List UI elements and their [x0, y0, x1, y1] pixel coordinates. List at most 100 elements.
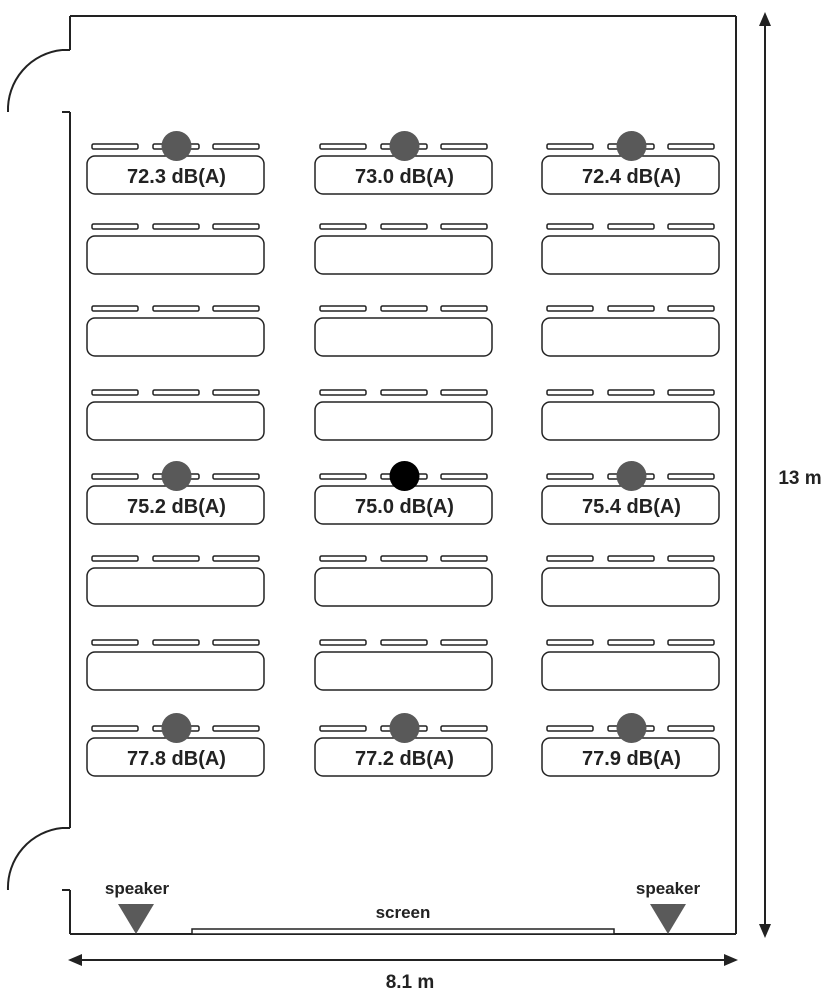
bench	[546, 639, 594, 646]
bench	[440, 305, 488, 312]
bench	[607, 305, 655, 312]
bench	[546, 473, 594, 480]
measurement-value: 77.2 dB(A)	[355, 748, 454, 770]
measurement-point	[616, 461, 647, 491]
bench	[667, 305, 715, 312]
bench	[91, 473, 139, 480]
measurement-point	[161, 713, 192, 743]
measurement-value: 77.9 dB(A)	[582, 748, 681, 770]
desk	[86, 567, 265, 607]
bench	[380, 305, 428, 312]
measurement-value: 72.3 dB(A)	[127, 166, 226, 188]
bench	[212, 143, 260, 150]
bench	[152, 639, 200, 646]
bench	[152, 555, 200, 562]
bench	[152, 305, 200, 312]
height-dimension-arrow	[759, 12, 771, 938]
bench	[91, 143, 139, 150]
bench	[440, 223, 488, 230]
desk	[86, 317, 265, 357]
desk	[541, 401, 720, 441]
bench	[319, 555, 367, 562]
measurement-point	[389, 131, 420, 161]
width-dimension-arrow	[68, 954, 738, 966]
bench	[546, 389, 594, 396]
desk	[541, 651, 720, 691]
bench	[667, 725, 715, 732]
bench	[212, 725, 260, 732]
measurement-value: 75.0 dB(A)	[355, 496, 454, 518]
bench	[91, 305, 139, 312]
bench	[667, 473, 715, 480]
desk	[541, 567, 720, 607]
measurement-value: 75.2 dB(A)	[127, 496, 226, 518]
bench	[152, 223, 200, 230]
bench	[607, 389, 655, 396]
desk	[86, 651, 265, 691]
speaker-left-icon	[118, 904, 154, 934]
bench	[546, 305, 594, 312]
bench	[546, 143, 594, 150]
desk	[314, 651, 493, 691]
desk	[86, 235, 265, 275]
measurement-point	[161, 461, 192, 491]
measurement-value: 77.8 dB(A)	[127, 748, 226, 770]
bench	[546, 725, 594, 732]
bench	[667, 639, 715, 646]
bench	[667, 555, 715, 562]
measurement-value: 72.4 dB(A)	[582, 166, 681, 188]
measurement-value: 73.0 dB(A)	[355, 166, 454, 188]
measurement-point	[616, 713, 647, 743]
bench	[667, 223, 715, 230]
desk	[86, 401, 265, 441]
bench	[212, 305, 260, 312]
bench	[91, 223, 139, 230]
bench	[319, 725, 367, 732]
bench	[380, 555, 428, 562]
bench	[212, 389, 260, 396]
bench	[440, 389, 488, 396]
bench	[380, 639, 428, 646]
speaker-left-label: speaker	[105, 879, 170, 898]
desk	[314, 235, 493, 275]
measurement-values: 72.3 dB(A) 73.0 dB(A) 72.4 dB(A) 75.2 dB(A)…	[127, 166, 681, 770]
screen-label: screen	[376, 903, 431, 922]
projection-screen	[191, 928, 615, 935]
speaker-right-label: speaker	[636, 879, 701, 898]
desk	[314, 317, 493, 357]
measurement-point	[161, 131, 192, 161]
bench	[319, 143, 367, 150]
bench	[440, 555, 488, 562]
bench	[319, 223, 367, 230]
bench	[91, 555, 139, 562]
bench	[440, 639, 488, 646]
bench	[667, 389, 715, 396]
bench	[91, 725, 139, 732]
bench	[319, 305, 367, 312]
bench	[212, 223, 260, 230]
bench	[212, 473, 260, 480]
measurement-value: 75.4 dB(A)	[582, 496, 681, 518]
bench	[319, 389, 367, 396]
bench	[607, 555, 655, 562]
desk	[314, 401, 493, 441]
bench	[546, 555, 594, 562]
bench	[212, 555, 260, 562]
measurement-point	[389, 713, 420, 743]
height-label: 13 m	[778, 468, 821, 489]
bench	[440, 143, 488, 150]
measurement-points	[161, 131, 647, 743]
bench	[91, 389, 139, 396]
bench	[607, 223, 655, 230]
speaker-right-icon	[650, 904, 686, 934]
bench	[440, 725, 488, 732]
desks	[86, 155, 720, 777]
bench	[380, 223, 428, 230]
door-top	[6, 49, 70, 113]
measurement-point	[616, 131, 647, 161]
bench	[91, 639, 139, 646]
desk	[541, 317, 720, 357]
bench	[319, 473, 367, 480]
reference-measurement-point	[389, 461, 420, 491]
